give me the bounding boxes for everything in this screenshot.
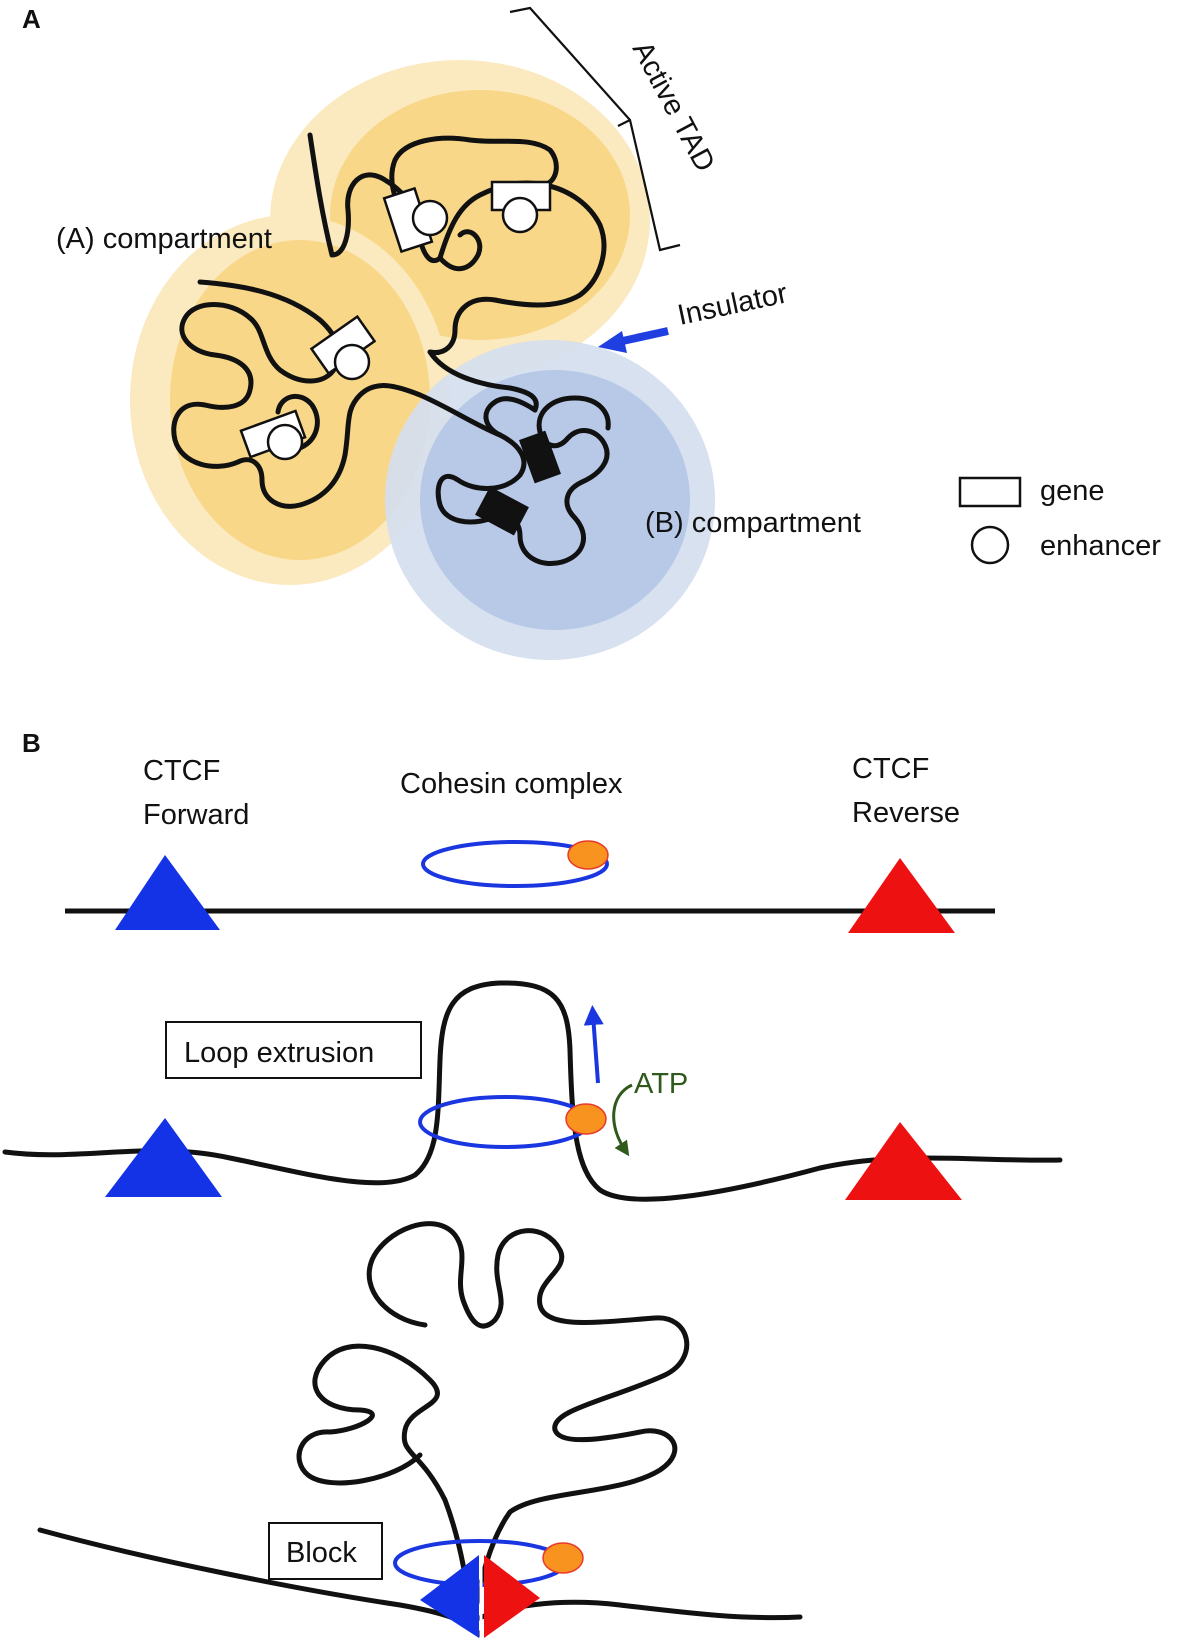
chromatin-lower-a [171, 279, 503, 509]
panel-b-letter: B [22, 728, 41, 758]
ctcf-forward-label-line2: Forward [143, 799, 249, 831]
extrusion-direction-arrow [583, 1005, 604, 1084]
ctcf-reverse-triangle [848, 858, 955, 933]
block-label: Block [286, 1537, 357, 1569]
gene-enhancer-3 [309, 314, 377, 381]
ctcf-forward-triangle [115, 855, 220, 930]
cohesin-head-2 [565, 1103, 607, 1135]
cohesin-ring [421, 840, 609, 888]
enhancer-icon [266, 423, 304, 461]
ctcf-forward-triangle-2 [105, 1118, 222, 1197]
legend-enhancer-icon [970, 525, 1010, 565]
enhancer-icon [333, 343, 371, 381]
ctcf-reverse-label-line2: Reverse [852, 797, 960, 829]
cohesin-head-3 [542, 1542, 584, 1574]
legend-gene-icon [958, 476, 1022, 508]
ctcf-reverse-triangle-2 [845, 1122, 962, 1200]
loop-extrusion-box [165, 1021, 422, 1079]
block-box [268, 1522, 383, 1580]
ctcf-reverse-blocking [484, 1555, 540, 1638]
b-compartment-label: (B) compartment [645, 507, 861, 539]
legend: gene enhancer [958, 475, 1161, 565]
atp-arrow [612, 1083, 633, 1157]
silenced-gene-icon [475, 486, 529, 536]
enhancer-icon [411, 199, 449, 237]
cohesin-label: Cohesin complex [400, 768, 623, 800]
insulator-label: Insulator [675, 277, 791, 331]
silenced-gene-icon [518, 430, 562, 484]
active-tad-bracket-tick [617, 119, 631, 127]
panel-a-letter: A [22, 4, 41, 34]
ctcf-forward-blocking [420, 1555, 479, 1638]
insulator-arrow [598, 327, 669, 353]
dna-blocked [37, 1527, 483, 1638]
a-compartment-lower-inner [170, 240, 430, 560]
gene-enhancer-1 [382, 186, 449, 254]
ctcf-reverse-label-line1: CTCF [852, 753, 929, 785]
cohesin-head [567, 840, 609, 870]
ctcf-forward-label-line1: CTCF [143, 755, 220, 787]
active-tad-label: Active TAD [626, 36, 721, 177]
b-compartment-inner [420, 370, 690, 630]
legend-gene-label: gene [1040, 475, 1105, 507]
legend-enhancer-label: enhancer [1040, 530, 1161, 562]
chromatin-tad-top-loop [389, 135, 559, 243]
chromatin-tad-inner-loop [437, 229, 483, 271]
atp-label: ATP [634, 1068, 688, 1100]
gene-enhancer-4 [239, 409, 307, 461]
chromatin-b-tail [483, 396, 538, 438]
b-compartment [385, 340, 715, 660]
dna-extruded-loop [296, 1221, 690, 1628]
a-compartment-lower [130, 215, 450, 585]
loop-extrusion-label: Loop extrusion [184, 1037, 374, 1069]
dna-extruding-loop [2, 980, 1063, 1202]
cohesin-ring-2 [418, 1095, 592, 1149]
a-compartment-label: (A) compartment [56, 223, 272, 255]
enhancer-icon [501, 196, 539, 234]
chromatin-lower-a-loop [275, 393, 320, 451]
gene-enhancer-2 [490, 180, 552, 234]
